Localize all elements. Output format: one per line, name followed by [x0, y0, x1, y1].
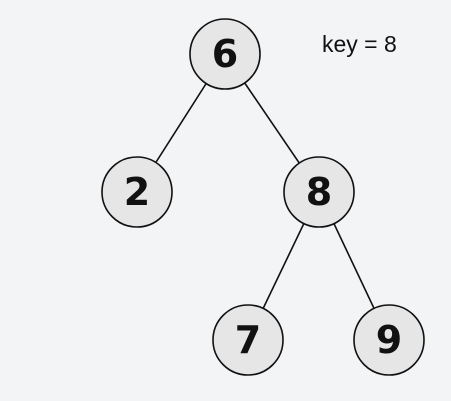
node-label: 8 [306, 170, 332, 214]
tree-node-2: 2 [101, 156, 173, 228]
node-circle [283, 156, 355, 228]
node-circle [212, 304, 284, 376]
node-label: 6 [212, 32, 238, 76]
node-circle [101, 156, 173, 228]
key-annotation: key = 8 [322, 31, 397, 57]
tree-node-9: 9 [353, 304, 425, 376]
tree-node-6: 6 [189, 18, 261, 90]
node-circle [189, 18, 261, 90]
tree-node-8: 8 [283, 156, 355, 228]
node-label: 2 [124, 170, 150, 214]
node-circle [353, 304, 425, 376]
tree-node-7: 7 [212, 304, 284, 376]
node-label: 9 [376, 318, 402, 362]
node-label: 7 [235, 318, 261, 362]
